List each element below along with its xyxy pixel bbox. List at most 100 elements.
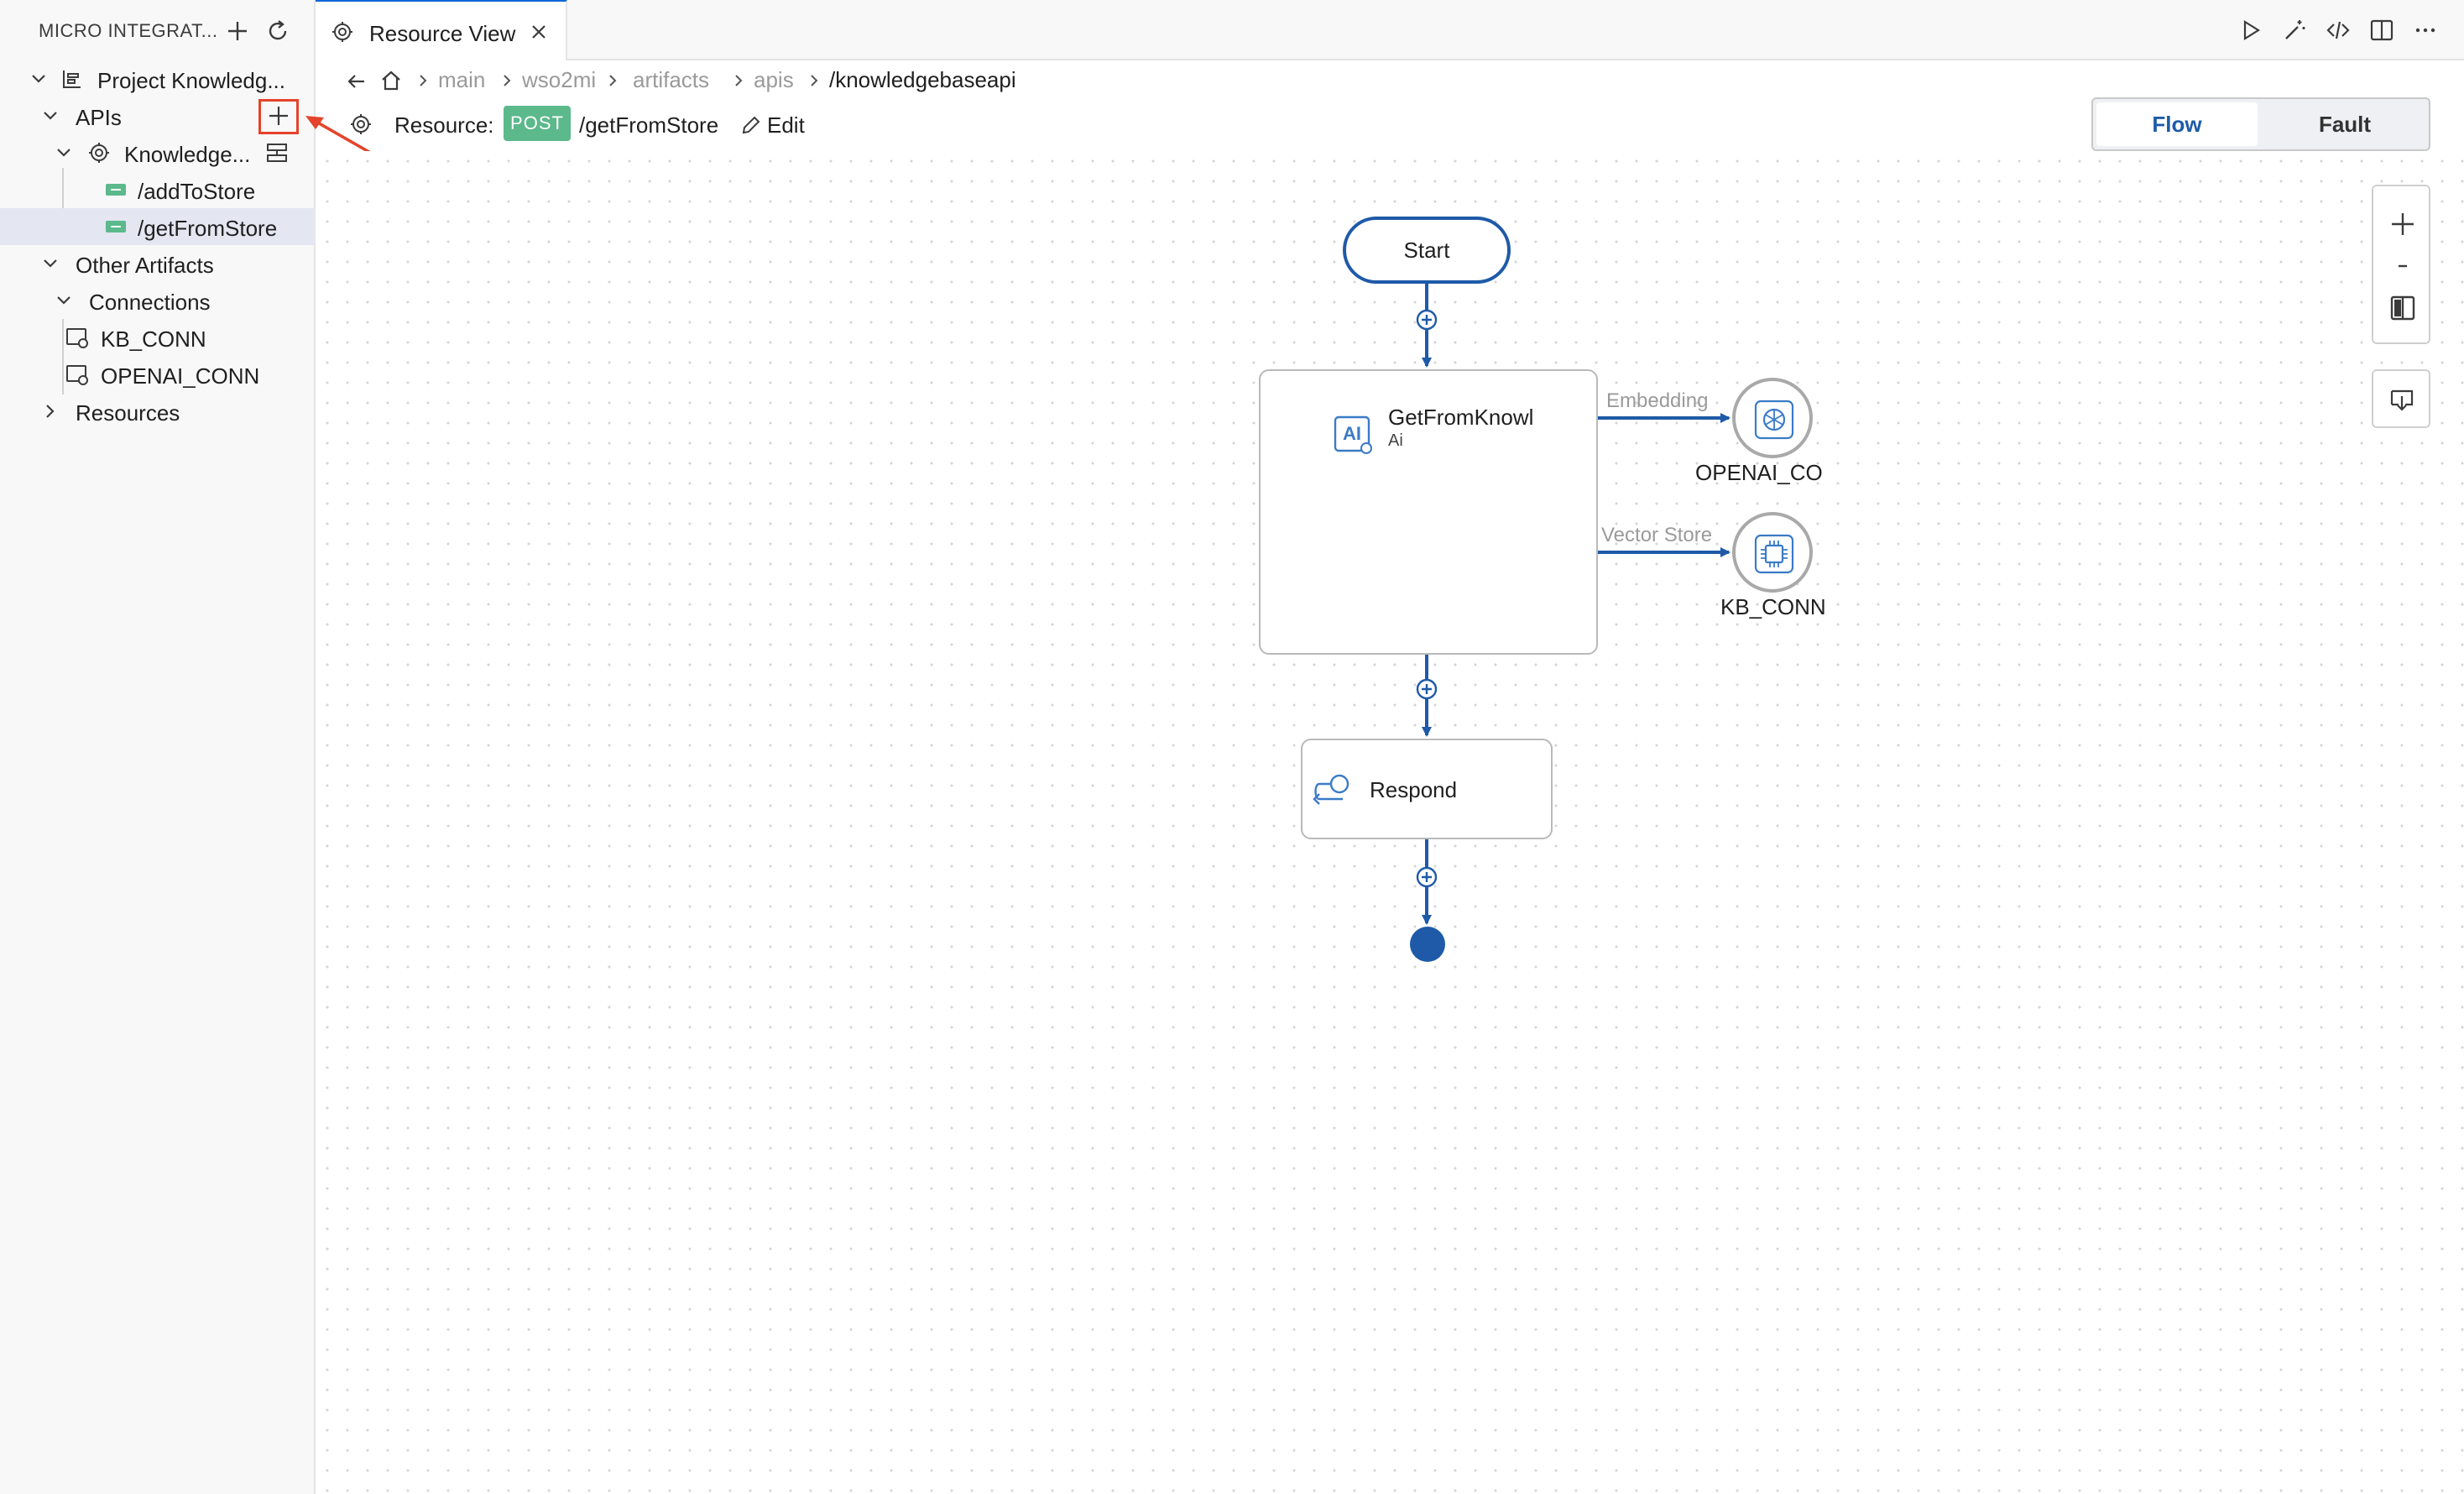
tree-item-openai-conn[interactable]: OPENAI_CONN <box>0 356 316 393</box>
sidebar-title: MICRO INTEGRAT... <box>39 20 218 41</box>
tree-label: Resources <box>76 400 180 426</box>
zoom-in-icon[interactable] <box>2387 208 2419 240</box>
tree-label: /addToStore <box>138 179 256 204</box>
edge-label-vector-store: Vector Store <box>1601 524 1713 546</box>
tree-item-get-from-store[interactable]: /getFromStore <box>0 208 316 245</box>
svg-text:AI: AI <box>1343 423 1361 444</box>
resource-label: Resource: <box>394 112 494 138</box>
tab-fault[interactable]: Fault <box>2318 112 2372 137</box>
breadcrumb-main[interactable]: main <box>438 67 486 92</box>
tree-label: Project Knowledg... <box>97 68 286 93</box>
tree-item-connections[interactable]: Connections <box>0 282 316 319</box>
edit-button[interactable]: Edit <box>767 112 805 138</box>
editor-tab-bar: Resource View <box>316 0 2464 60</box>
chevron-down-icon[interactable] <box>52 141 76 165</box>
tree-label: Connections <box>89 290 211 315</box>
more-actions-icon[interactable] <box>2412 17 2439 44</box>
http-method-badge: POST <box>504 106 571 141</box>
tree-item-knowledge-api[interactable]: Knowledge... <box>0 134 316 171</box>
respond-icon <box>1313 774 1349 805</box>
vector-db-icon <box>1754 534 1794 574</box>
breadcrumb-wso2mi[interactable]: wso2mi <box>522 67 597 92</box>
gear-icon <box>332 22 352 42</box>
add-icon[interactable] <box>223 17 252 45</box>
tree-label: Other Artifacts <box>76 253 214 278</box>
kb-connection-label: KB_CONN <box>1720 594 1826 619</box>
chevron-down-icon[interactable] <box>27 67 50 91</box>
run-icon[interactable] <box>2237 17 2264 44</box>
ai-node-subtitle: Ai <box>1388 431 1403 450</box>
tree-item-apis[interactable]: APIs <box>0 97 316 134</box>
add-step-icon[interactable] <box>1415 677 1438 701</box>
tab-label: Resource View <box>369 21 516 46</box>
tree-guide <box>62 168 64 243</box>
end-node <box>1410 927 1445 962</box>
chevron-down-icon[interactable] <box>52 289 76 312</box>
api-gear-icon <box>89 143 109 163</box>
respond-node-title: Respond <box>1370 777 1458 802</box>
fit-view-icon[interactable] <box>2387 292 2419 324</box>
download-diagram-button[interactable] <box>2372 369 2430 428</box>
code-icon[interactable] <box>2325 17 2352 44</box>
project-icon <box>63 71 81 88</box>
home-icon[interactable] <box>379 69 403 92</box>
tree-item-resources[interactable]: Resources <box>0 393 316 430</box>
gear-icon <box>351 114 371 134</box>
pencil-icon[interactable] <box>740 114 762 136</box>
chevron-right-icon <box>504 75 511 86</box>
add-resource-icon[interactable] <box>265 141 289 165</box>
add-step-icon[interactable] <box>1415 865 1438 889</box>
tree-item-kb-conn[interactable]: KB_CONN <box>0 319 316 356</box>
chevron-right-icon <box>420 75 427 86</box>
tree-item-other-artifacts[interactable]: Other Artifacts <box>0 245 316 282</box>
ai-mediator-node[interactable]: AI GetFromKnowl Ai <box>1259 369 1598 655</box>
tab-resource-view[interactable]: Resource View <box>316 0 567 60</box>
explorer-sidebar: MICRO INTEGRAT... Project Knowledg... AP… <box>0 0 316 1494</box>
tree-label: Knowledge... <box>124 142 251 167</box>
breadcrumb-apis[interactable]: apis <box>754 67 794 92</box>
openai-connection-label: OPENAI_CO <box>1695 460 1823 485</box>
connection-icon <box>66 365 88 385</box>
resource-icon <box>106 184 126 196</box>
chevron-right-icon <box>609 75 617 86</box>
split-editor-icon[interactable] <box>2368 17 2395 44</box>
kb-connection-node[interactable] <box>1732 512 1813 593</box>
tree-label: KB_CONN <box>101 326 206 352</box>
tree-label: APIs <box>76 105 122 130</box>
breadcrumb-artifacts[interactable]: artifacts <box>633 67 710 92</box>
tree-guide <box>62 319 64 394</box>
chevron-right-icon <box>735 75 743 86</box>
tree-item-project[interactable]: Project Knowledg... <box>0 60 316 97</box>
edge-label-embedding: Embedding <box>1606 389 1709 412</box>
add-step-icon[interactable] <box>1415 308 1438 332</box>
connection-icon <box>66 328 88 348</box>
resource-path: /getFromStore <box>579 112 719 138</box>
sidebar-header: MICRO INTEGRAT... <box>0 0 316 60</box>
zoom-controls <box>2372 185 2430 344</box>
breadcrumb-knowledgebaseapi: /knowledgebaseapi <box>829 67 1016 92</box>
tree-item-add-to-store[interactable]: /addToStore <box>0 171 316 208</box>
openai-connection-node[interactable] <box>1732 378 1813 458</box>
ai-icon: AI <box>1334 415 1372 454</box>
resource-icon <box>106 221 126 232</box>
openai-icon <box>1754 400 1794 440</box>
chevron-down-icon[interactable] <box>39 252 62 275</box>
add-api-icon[interactable] <box>267 104 290 128</box>
magic-wand-icon[interactable] <box>2281 17 2308 44</box>
tab-flow[interactable]: Flow <box>2096 102 2258 146</box>
start-node[interactable]: Start <box>1343 217 1511 284</box>
respond-node[interactable]: Respond <box>1301 739 1553 839</box>
refresh-icon[interactable] <box>264 17 292 45</box>
back-arrow-icon[interactable] <box>346 71 368 92</box>
chevron-right-icon <box>811 75 818 86</box>
annotation-highlight-box <box>258 99 299 134</box>
tree-label: OPENAI_CONN <box>101 363 260 389</box>
ai-node-title: GetFromKnowl <box>1388 405 1534 430</box>
close-icon[interactable] <box>529 22 549 42</box>
chevron-down-icon[interactable] <box>39 104 62 128</box>
download-icon <box>2390 389 2414 411</box>
chevron-right-icon[interactable] <box>39 400 62 423</box>
flow-fault-toggle: Flow Fault <box>2091 97 2430 151</box>
tree-label: /getFromStore <box>138 216 278 241</box>
zoom-out-icon[interactable] <box>2387 250 2419 282</box>
